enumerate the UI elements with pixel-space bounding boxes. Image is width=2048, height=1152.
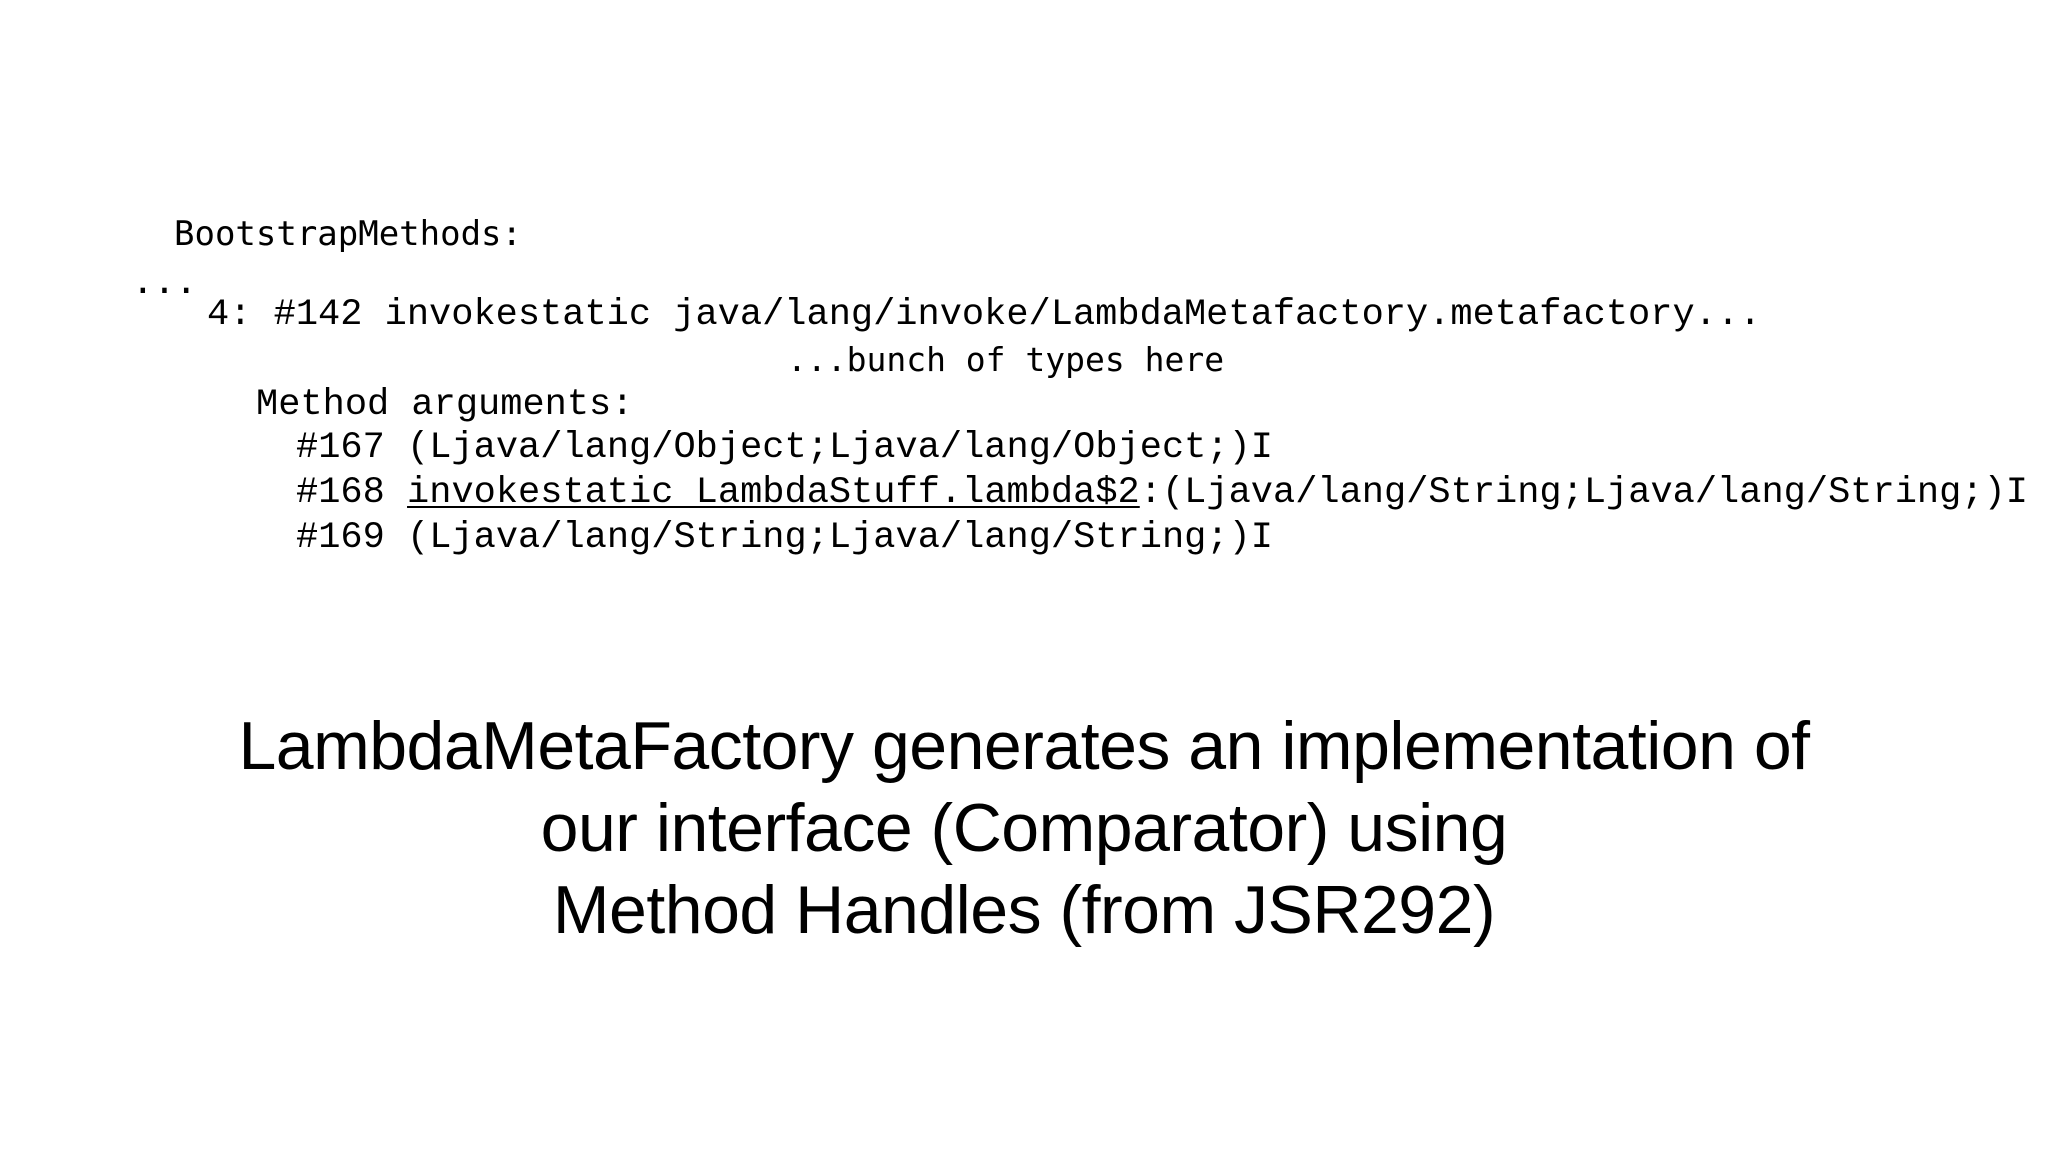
code-line-types-placeholder: ...bunch of types here bbox=[787, 340, 1225, 379]
arg-168-descriptor: :(Ljava/lang/String;Ljava/lang/String;)I bbox=[1139, 472, 2028, 514]
arg-168-index: #168 bbox=[296, 472, 408, 514]
slide-headline: LambdaMetaFactory generates an implement… bbox=[0, 705, 2048, 951]
code-line-arg-167: #167 (Ljava/lang/Object;Ljava/lang/Objec… bbox=[296, 427, 1273, 469]
headline-line-2: our interface (Comparator) using bbox=[540, 790, 1508, 866]
headline-line-3: Method Handles (from JSR292) bbox=[552, 872, 1496, 948]
code-line-method-arguments-header: Method arguments: bbox=[256, 384, 634, 426]
code-listing: BootstrapMethods: ... 4: #142 invokestat… bbox=[132, 214, 2028, 559]
code-line-bootstrap-methods: BootstrapMethods: bbox=[174, 214, 522, 254]
code-line-arg-168: #168 invokestatic LambdaStuff.lambda$2:(… bbox=[296, 473, 2028, 513]
code-line-ellipsis: ... bbox=[132, 261, 198, 302]
code-line-bsm-entry-4: 4: #142 invokestatic java/lang/invoke/La… bbox=[207, 294, 1762, 336]
arg-168-method-handle-underlined: invokestatic LambdaStuff.lambda$2 bbox=[407, 472, 1140, 514]
code-line-arg-169: #169 (Ljava/lang/String;Ljava/lang/Strin… bbox=[296, 517, 1273, 559]
headline-line-1: LambdaMetaFactory generates an implement… bbox=[238, 708, 1810, 784]
